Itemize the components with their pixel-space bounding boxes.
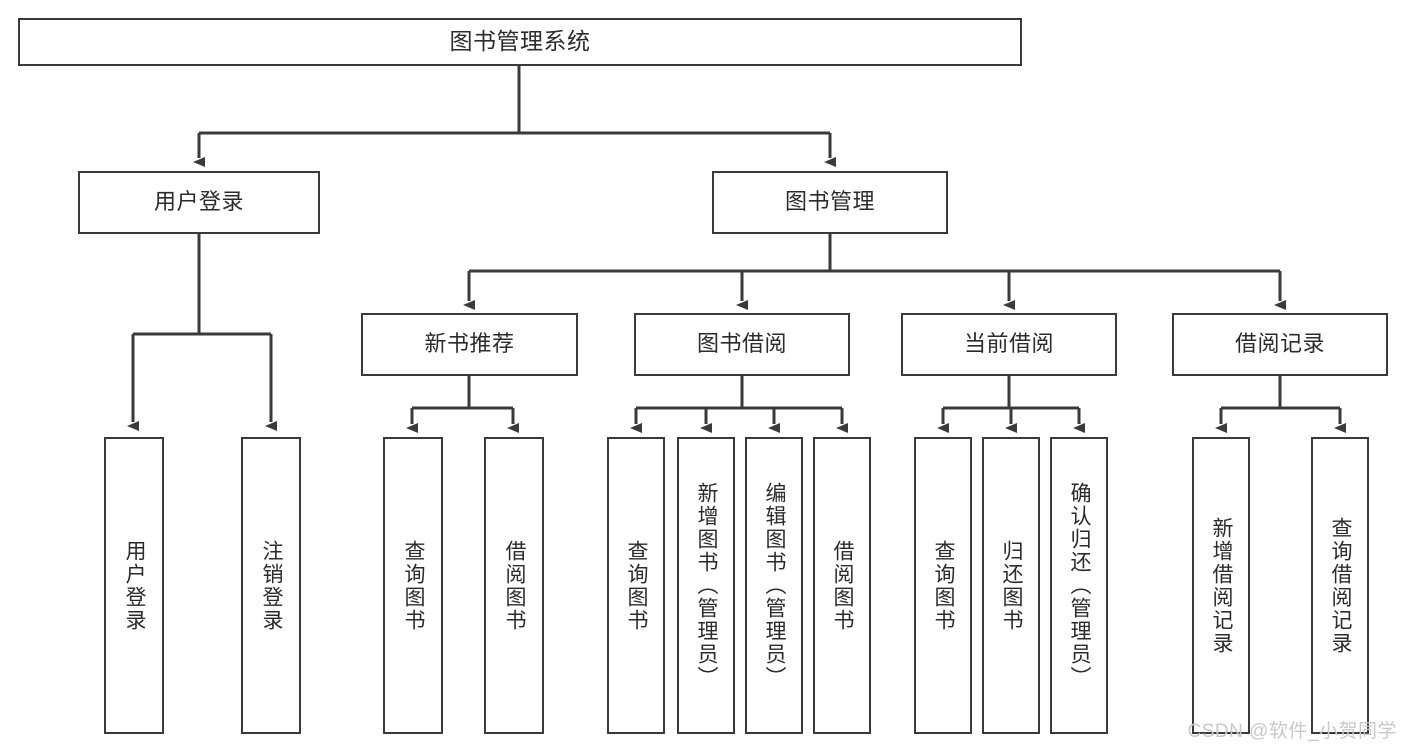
node-new-book-recommend-label: 新书推荐 [424,331,515,357]
node-leaf-confirm-return[interactable]: 确认归还（管理员） [1050,437,1108,734]
node-current-borrow[interactable]: 当前借阅 [901,313,1117,376]
node-user-login-label: 用户登录 [153,189,244,215]
node-book-management-label: 图书管理 [784,189,875,215]
node-leaf-query-book-1-label: 查询图书 [402,539,426,632]
node-borrow-record[interactable]: 借阅记录 [1172,313,1388,376]
node-root[interactable]: 图书管理系统 [18,18,1022,66]
node-new-book-recommend[interactable]: 新书推荐 [361,313,578,376]
node-current-borrow-label: 当前借阅 [963,331,1054,357]
node-leaf-query-book-3-label: 查询图书 [932,539,956,632]
node-leaf-query-book-2[interactable]: 查询图书 [607,437,665,734]
node-leaf-add-book[interactable]: 新增图书（管理员） [677,437,735,734]
node-leaf-borrow-book-1[interactable]: 借阅图书 [484,437,544,734]
node-leaf-add-book-label: 新增图书（管理员） [695,482,719,689]
node-leaf-query-record[interactable]: 查询借阅记录 [1311,437,1369,734]
node-leaf-add-record-label: 新增借阅记录 [1210,516,1234,655]
node-leaf-query-record-label: 查询借阅记录 [1329,516,1353,655]
node-leaf-return-book-label: 归还图书 [1000,539,1024,632]
node-leaf-query-book-1[interactable]: 查询图书 [383,437,443,734]
node-leaf-borrow-book-1-label: 借阅图书 [503,539,527,632]
node-leaf-confirm-return-label: 确认归还（管理员） [1068,482,1092,689]
node-root-label: 图书管理系统 [449,28,591,55]
node-borrow-record-label: 借阅记录 [1234,331,1325,357]
node-book-management[interactable]: 图书管理 [712,171,948,234]
node-leaf-edit-book[interactable]: 编辑图书（管理员） [745,437,803,734]
node-user-login[interactable]: 用户登录 [78,171,320,234]
node-leaf-user-login[interactable]: 用户登录 [104,437,164,734]
node-leaf-logout-login-label: 注销登录 [260,539,284,632]
node-leaf-edit-book-label: 编辑图书（管理员） [763,482,787,689]
node-leaf-return-book[interactable]: 归还图书 [982,437,1040,734]
node-leaf-add-record[interactable]: 新增借阅记录 [1192,437,1250,734]
node-leaf-user-login-label: 用户登录 [123,539,147,632]
node-leaf-borrow-book-2-label: 借阅图书 [831,539,855,632]
node-book-borrow[interactable]: 图书借阅 [634,313,850,376]
node-leaf-logout-login[interactable]: 注销登录 [241,437,301,734]
node-leaf-query-book-3[interactable]: 查询图书 [914,437,972,734]
node-leaf-query-book-2-label: 查询图书 [625,539,649,632]
csdn-watermark: CSDN @软件_小贺同学 [1187,721,1397,742]
node-leaf-borrow-book-2[interactable]: 借阅图书 [813,437,871,734]
node-book-borrow-label: 图书借阅 [696,331,787,357]
